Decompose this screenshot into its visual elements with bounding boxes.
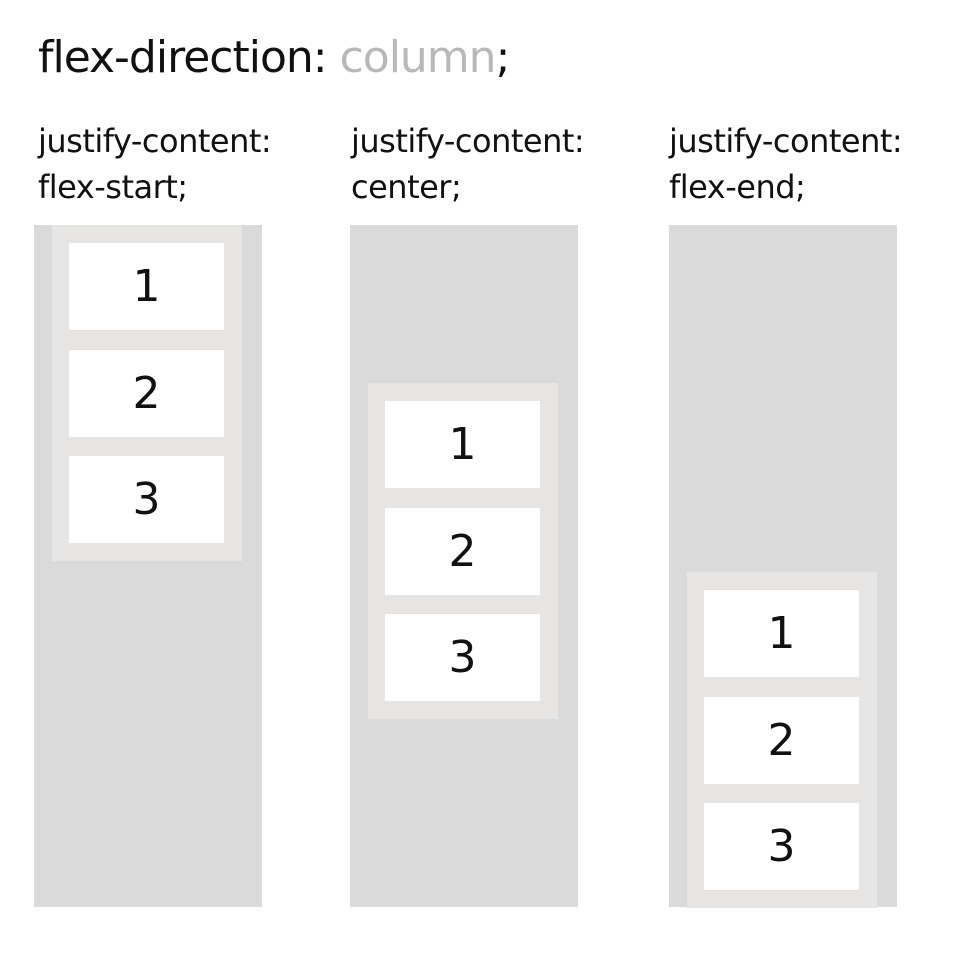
- flex-container: 1 2 3: [687, 572, 877, 908]
- flex-item-3: 3: [704, 803, 859, 890]
- flex-item-1: 1: [385, 401, 540, 488]
- title-property: flex-direction:: [38, 32, 328, 83]
- page-title: flex-direction: column;: [38, 30, 511, 86]
- column-flex-end: 1 2 3: [669, 225, 897, 908]
- flex-item-2: 2: [704, 697, 859, 784]
- flex-item-1: 1: [704, 590, 859, 677]
- flex-item-1: 1: [69, 243, 224, 330]
- flex-item-3: 3: [385, 614, 540, 701]
- flex-item-2: 2: [385, 508, 540, 595]
- title-terminator: ;: [495, 32, 511, 83]
- label-center: justify-content: center;: [351, 118, 585, 210]
- label-line-value: flex-end;: [669, 168, 806, 206]
- column-center: 1 2 3: [350, 225, 578, 907]
- label-line-property: justify-content:: [351, 122, 585, 160]
- flex-item-2: 2: [69, 350, 224, 437]
- label-line-property: justify-content:: [669, 122, 903, 160]
- column-flex-start: 1 2 3: [34, 225, 262, 907]
- flex-container: 1 2 3: [368, 383, 558, 719]
- flex-item-3: 3: [69, 456, 224, 543]
- label-line-value: flex-start;: [38, 168, 188, 206]
- label-line-property: justify-content:: [38, 122, 272, 160]
- flex-container: 1 2 3: [52, 225, 242, 561]
- label-flex-end: justify-content: flex-end;: [669, 118, 903, 210]
- label-line-value: center;: [351, 168, 462, 206]
- label-flex-start: justify-content: flex-start;: [38, 118, 272, 210]
- title-value: column: [339, 32, 497, 83]
